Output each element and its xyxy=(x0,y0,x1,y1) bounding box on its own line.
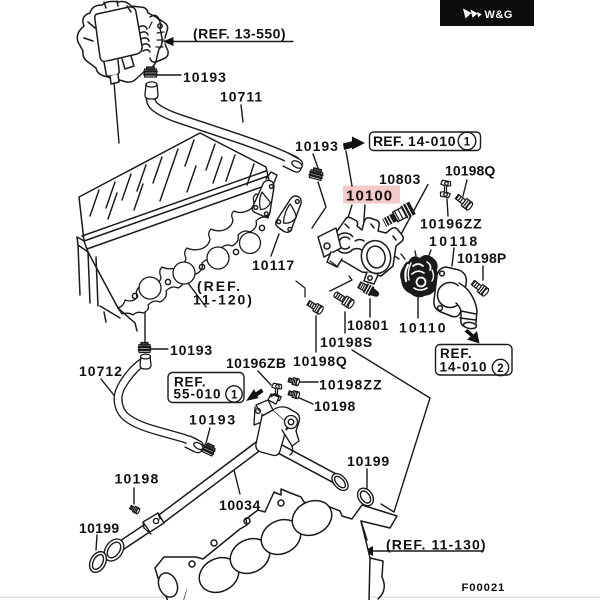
svg-text:(REF. 11-130): (REF. 11-130) xyxy=(386,537,487,553)
svg-text:10193: 10193 xyxy=(295,138,339,154)
svg-text:11-120): 11-120) xyxy=(193,292,254,308)
svg-text:10193: 10193 xyxy=(170,342,213,358)
svg-text:10712: 10712 xyxy=(79,363,123,379)
svg-text:10034: 10034 xyxy=(219,497,261,513)
svg-text:10711: 10711 xyxy=(220,89,263,105)
svg-text:REF.: REF. xyxy=(373,133,404,149)
svg-text:10801: 10801 xyxy=(347,317,389,333)
svg-text:10198Q: 10198Q xyxy=(293,353,348,369)
svg-text:55-010: 55-010 xyxy=(174,387,222,402)
svg-text:REF.: REF. xyxy=(440,346,472,361)
svg-text:(REF. 13-550): (REF. 13-550) xyxy=(193,26,286,42)
svg-text:10193: 10193 xyxy=(183,69,227,85)
svg-text:10198: 10198 xyxy=(314,398,356,414)
svg-text:10198: 10198 xyxy=(115,471,160,487)
svg-text:10110: 10110 xyxy=(399,320,448,336)
svg-text:10199: 10199 xyxy=(347,453,390,469)
svg-text:10118: 10118 xyxy=(429,233,480,249)
svg-text:10803: 10803 xyxy=(379,171,421,187)
svg-text:14-010: 14-010 xyxy=(440,360,488,375)
svg-text:1: 1 xyxy=(464,137,471,149)
svg-text:(REF.: (REF. xyxy=(197,278,242,294)
svg-text:2: 2 xyxy=(497,363,503,375)
svg-text:14-010: 14-010 xyxy=(408,133,456,149)
svg-text:REF.: REF. xyxy=(174,375,206,390)
svg-text:10198Q: 10198Q xyxy=(445,163,495,179)
svg-text:10198P: 10198P xyxy=(457,250,506,266)
svg-text:F00021: F00021 xyxy=(462,582,506,594)
svg-text:10199: 10199 xyxy=(79,520,119,536)
svg-text:10198ZZ: 10198ZZ xyxy=(319,377,383,393)
svg-text:10100: 10100 xyxy=(346,188,393,205)
svg-text:10196ZB: 10196ZB xyxy=(226,355,286,371)
svg-text:10193: 10193 xyxy=(189,412,237,428)
svg-text:W&G: W&G xyxy=(485,9,513,21)
svg-text:10117: 10117 xyxy=(252,257,295,273)
svg-text:10198S: 10198S xyxy=(320,334,373,350)
svg-text:1: 1 xyxy=(231,389,238,401)
svg-text:10196ZZ: 10196ZZ xyxy=(420,216,483,232)
